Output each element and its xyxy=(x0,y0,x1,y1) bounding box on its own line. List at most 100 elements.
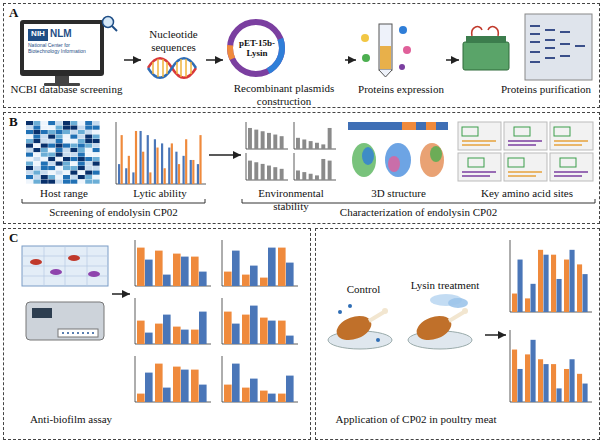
site-box xyxy=(560,158,576,167)
heatmap-cell xyxy=(41,121,48,125)
chart-bar xyxy=(321,159,325,180)
column-tip xyxy=(379,70,392,77)
chart-axis xyxy=(294,153,336,180)
site-box xyxy=(468,158,484,167)
step-caption: NCBI database screening xyxy=(9,83,124,96)
sequence-lines xyxy=(554,141,588,145)
panel-ground xyxy=(550,122,593,150)
chart-bar xyxy=(163,275,171,286)
heatmap-cell xyxy=(48,175,55,179)
heatmap-cell xyxy=(78,130,85,134)
heatmap-cell xyxy=(33,121,40,125)
text-slot: NCBI database screening xyxy=(9,83,124,96)
label-slot: Characterization of endolysin CP02 xyxy=(242,206,595,218)
chart-bar xyxy=(154,139,156,184)
heatmap-cell xyxy=(63,121,70,125)
chart-bar xyxy=(260,278,268,286)
heatmap-cell xyxy=(70,166,77,170)
heatmap-cell xyxy=(78,144,85,148)
heatmap-cell xyxy=(78,148,85,152)
heatmap-cell xyxy=(41,171,48,175)
heatmap-cell xyxy=(48,130,55,134)
chart-bar xyxy=(286,376,294,402)
heatmap-cell xyxy=(85,139,92,143)
chart-bar xyxy=(315,143,319,149)
heatmap-cell xyxy=(26,135,33,139)
chart-bar xyxy=(254,130,258,149)
heatmap-cell xyxy=(33,148,40,152)
chart-bar xyxy=(155,324,163,344)
heatmap-cell xyxy=(63,180,70,184)
text-slot: C xyxy=(9,231,23,246)
chart-bar xyxy=(181,330,189,344)
drumstick-bone xyxy=(449,312,464,321)
chart-axis xyxy=(222,356,298,402)
group-caption: Screening of endolysin CP02 xyxy=(22,206,205,218)
heatmap-cell xyxy=(33,171,40,175)
chart-bar xyxy=(242,315,250,344)
heatmap-cell xyxy=(56,144,63,148)
heatmap-cell xyxy=(85,166,92,170)
chart-bar xyxy=(577,374,582,402)
chart-bar xyxy=(268,321,276,344)
chart-bar xyxy=(156,148,158,184)
logo-box xyxy=(28,29,48,41)
heatmap-cell xyxy=(33,157,40,161)
bacteria xyxy=(68,255,80,261)
protein-dot xyxy=(399,64,405,70)
heatmap-cell xyxy=(70,175,77,179)
heatmap-cell xyxy=(70,126,77,130)
heatmap-cell xyxy=(33,130,40,134)
heatmap-cell xyxy=(78,139,85,143)
gel-image xyxy=(525,14,592,80)
heatmap-cell xyxy=(48,171,55,175)
chart-axis xyxy=(222,298,298,344)
heatmap-cell xyxy=(85,180,92,184)
step-group: Proteins purification xyxy=(459,13,598,107)
bar-chart xyxy=(135,298,211,344)
text-slot: Proteins expression xyxy=(356,83,446,96)
heatmap-cell xyxy=(41,130,48,134)
heatmap-cell xyxy=(56,126,63,130)
heatmap-cell xyxy=(70,157,77,161)
heatmap-cell xyxy=(33,162,40,166)
lysin-spray xyxy=(448,298,468,308)
chart-axis xyxy=(510,240,592,312)
heatmap-cell xyxy=(56,162,63,166)
chart-bar xyxy=(261,131,265,149)
heatmap-cell xyxy=(41,162,48,166)
chart-bar xyxy=(145,333,153,344)
chart-bar xyxy=(171,143,173,184)
protein-dot xyxy=(361,34,369,42)
heatmap-cell xyxy=(56,166,63,170)
chart-bar xyxy=(268,394,276,402)
heatmap-cell xyxy=(33,144,40,148)
site-box xyxy=(554,127,570,136)
protein-model xyxy=(388,156,400,172)
chart-bar xyxy=(577,264,582,312)
biofilm-grid xyxy=(22,246,108,286)
heatmap-cell xyxy=(41,148,48,152)
bar-chart xyxy=(510,330,592,402)
heatmap-cell xyxy=(93,130,100,134)
step-caption: Application of CP02 in poultry meat xyxy=(321,413,511,426)
step-caption: 3D structure xyxy=(346,187,451,200)
heatmap-cell xyxy=(56,139,63,143)
chart-bar xyxy=(583,274,588,312)
plate-reader xyxy=(26,302,104,340)
chart-axis xyxy=(222,240,298,286)
chart-bar xyxy=(232,364,240,402)
step-group: Lysin treatment xyxy=(401,279,489,353)
heatmap-cell xyxy=(85,153,92,157)
heatmap-cell xyxy=(63,139,70,143)
chart-bar xyxy=(128,156,130,184)
chart-bar xyxy=(268,248,276,286)
heatmap-cell xyxy=(56,148,63,152)
sequence-lines xyxy=(462,141,496,145)
heatmap-cell xyxy=(93,121,100,125)
step-group: Host range xyxy=(19,119,109,202)
alignment-panel xyxy=(550,122,593,150)
text-slot: Lytic ability xyxy=(111,187,209,200)
chart-bar xyxy=(564,260,569,312)
heatmap xyxy=(26,121,100,184)
